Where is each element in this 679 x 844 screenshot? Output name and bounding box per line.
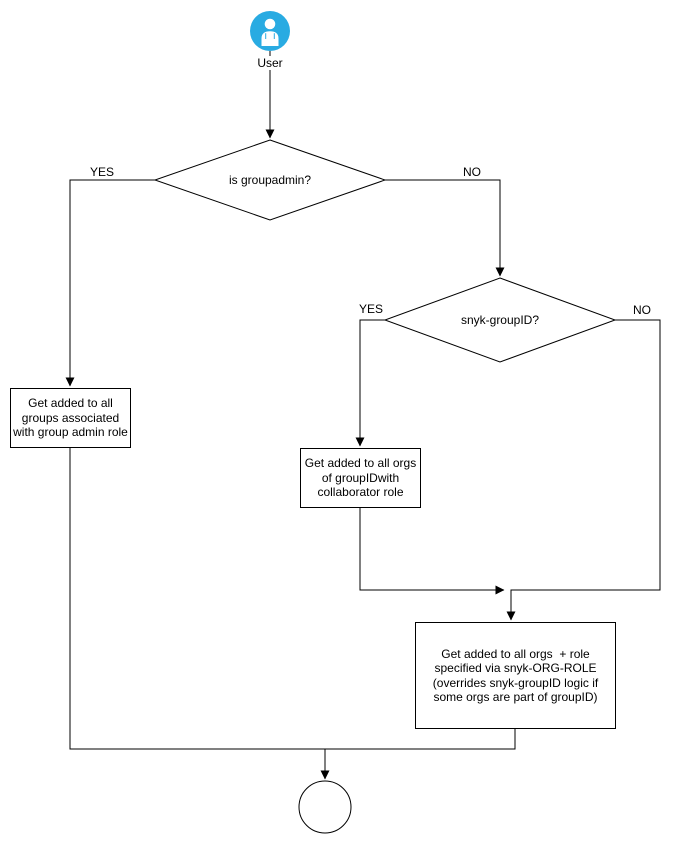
edge-label-groupadmin-yes: YES [88, 165, 116, 180]
edge-collaborator-to-junction [359, 508, 505, 595]
process-collaborator-box: Get added to all orgs of groupIDwith col… [300, 448, 421, 508]
process-group-admin-box: Get added to all groups associated with … [10, 388, 131, 448]
user-label: User [256, 56, 284, 71]
user-icon-head [264, 18, 276, 30]
end-node-circle [298, 780, 352, 834]
decision-is-groupadmin-label: is groupadmin? [228, 172, 312, 187]
decision-is-groupadmin-shape [153, 139, 387, 221]
edge-group-admin-to-end [69, 448, 325, 750]
edge-groupadmin-yes [65, 179, 155, 387]
decision-snyk-groupid-shape [383, 277, 617, 363]
edge-groupadmin-no [385, 179, 505, 277]
edge-groupid-yes [355, 319, 385, 447]
process-org-role-label: Get added to all orgs + role specified v… [432, 646, 599, 704]
process-collaborator-label: Get added to all orgs of groupIDwith col… [304, 456, 417, 500]
decision-snyk-groupid-label: snyk-groupID? [460, 312, 540, 327]
edge-label-groupid-yes: YES [357, 302, 385, 317]
user-icon [250, 11, 290, 51]
user-icon-body [261, 31, 279, 46]
user-icon-background [250, 11, 290, 51]
edge-label-groupadmin-no: NO [462, 165, 482, 180]
edge-label-groupid-no: NO [632, 303, 652, 318]
process-org-role-box: Get added to all orgs + role specified v… [415, 622, 616, 729]
edge-org-role-to-end [325, 729, 516, 750]
edge-groupid-no-to-org-role [506, 319, 661, 621]
process-group-admin-label: Get added to all groups associated with … [13, 396, 128, 440]
